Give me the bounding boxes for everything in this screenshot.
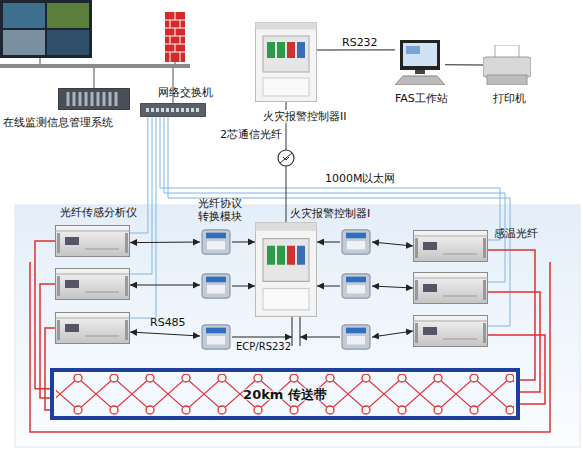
converter-module [342, 274, 370, 298]
converter-module [342, 325, 370, 349]
monitor-screen [3, 30, 45, 55]
node-label: 在线监测信息管理系统 [3, 116, 113, 129]
device-drawing [55, 225, 130, 257]
connector [445, 64, 483, 65]
monitor-screen [47, 3, 89, 28]
firewall-wall [165, 12, 185, 62]
node-label: 网络交换机 [158, 86, 213, 99]
device-node: 打印机 [483, 45, 531, 85]
node-label: 光纤传感分析仪 [60, 206, 137, 219]
device-drawing [483, 45, 531, 85]
edge-label: RS232 [342, 36, 378, 49]
firewall-bricks [165, 12, 185, 62]
device-drawing [255, 222, 317, 317]
device-icon [256, 223, 317, 317]
connector [317, 49, 395, 50]
device-drawing [58, 88, 130, 110]
device-node: 光纤协议 转换模块 [200, 228, 232, 256]
device-drawing [255, 22, 317, 102]
annotation-label: RS485 [150, 316, 186, 329]
monitor-wall [0, 0, 92, 66]
device-icon [140, 103, 206, 117]
rs485-arrow [372, 331, 413, 337]
device-drawing [140, 103, 206, 117]
node-label: 火灾报警控制器II [263, 110, 347, 123]
device-node: 火灾报警控制器II [255, 22, 317, 102]
rs485-arrow [372, 242, 413, 246]
rs485-arrow [130, 332, 200, 336]
device-node: 火灾报警控制器I [255, 222, 317, 317]
fiber-mark [280, 153, 292, 163]
device-icon [202, 230, 230, 254]
rs485-arrow [372, 286, 413, 288]
node-label: 打印机 [493, 92, 526, 105]
device-node: FAS工作站 [395, 40, 445, 85]
analyzer-device [413, 231, 488, 262]
firewall-icon [165, 12, 185, 66]
fiber-circle [278, 150, 294, 166]
connector [130, 242, 200, 244]
ecp-bus [292, 317, 293, 346]
analyzer-device [55, 313, 130, 344]
converter-module [202, 325, 230, 349]
conveyor-band: 20km 传送带 [50, 368, 520, 420]
fiber-symbol [278, 150, 294, 166]
monitor-screen [47, 30, 89, 55]
monitor-screen [3, 3, 45, 28]
converter-module [202, 274, 230, 298]
device-icon [256, 23, 317, 102]
device-node: 光纤传感分析仪 [55, 225, 130, 257]
node-label: 光纤协议 转换模块 [198, 197, 246, 223]
rs485-arrow [130, 285, 200, 286]
annotation-label: 感温光纤 [494, 227, 538, 240]
edge-label: 2芯通信光纤 [220, 128, 282, 141]
analyzer-device [413, 316, 488, 347]
device-icon [58, 88, 130, 110]
connector [35, 241, 55, 389]
device-icon [395, 40, 445, 85]
device-drawing [395, 40, 445, 85]
bus-arrow [232, 286, 255, 287]
node-label: 火灾报警控制器I [290, 207, 370, 220]
annotation-label: ECP/RS232 [236, 340, 291, 353]
device-node: 网络交换机 [140, 103, 206, 117]
firewall-cable [174, 62, 176, 66]
bus-arrow [317, 286, 340, 287]
device-icon [55, 226, 130, 257]
bus-arrow [232, 337, 292, 338]
node-label: FAS工作站 [395, 92, 448, 105]
converter-module [342, 230, 370, 254]
device-icon [483, 45, 531, 85]
analyzer-device [413, 273, 488, 304]
bus-arrow [317, 242, 340, 243]
bus-arrow [300, 337, 340, 338]
ecp-bus [300, 317, 301, 346]
monitor-frame [0, 0, 92, 58]
annotation-label: 1000M以太网 [325, 172, 396, 185]
device-drawing [200, 228, 232, 256]
ethernet-lines [130, 117, 510, 326]
device-node: 在线监测信息管理系统 [58, 88, 130, 110]
connector [232, 241, 255, 242]
analyzer-device [55, 269, 130, 300]
node-label: 20km 传送带 [50, 368, 520, 420]
